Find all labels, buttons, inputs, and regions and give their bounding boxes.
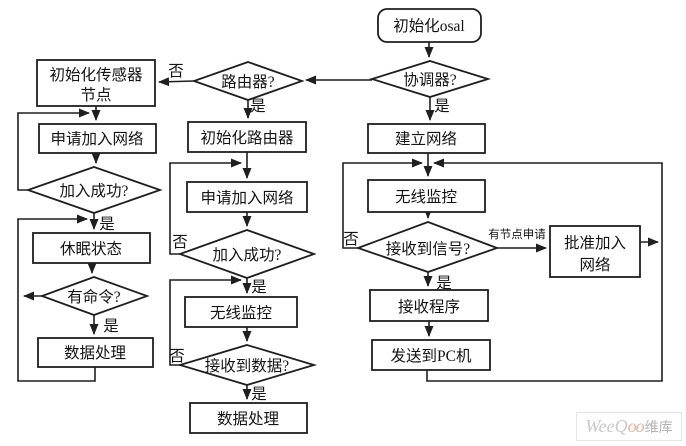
node-recv-data-decision: 接收到数据? — [176, 344, 318, 386]
init-sensor-label-line2: 节点 — [80, 86, 111, 104]
apply-join-left-label: 申请加入网络 — [50, 130, 143, 148]
wireless-monitor-right-shape — [367, 179, 486, 213]
edge-send-pc-return-loop — [426, 158, 663, 382]
node-has-command-decision: 有命令? — [39, 276, 150, 316]
send-to-pc-shape — [371, 339, 491, 371]
has-command-label: 有命令? — [67, 288, 121, 306]
node-data-process-left: 数据处理 — [37, 337, 154, 368]
edge-router-no — [158, 77, 195, 87]
approve-join-label-line2: 网络 — [579, 256, 610, 274]
recv-data-shape — [176, 344, 318, 386]
label-join-ok-left-yes: 是 — [99, 216, 115, 233]
wireless-monitor-mid-shape — [184, 296, 298, 328]
edge-recv-signal-no-loop — [342, 158, 423, 249]
label-recv-data-no: 否 — [169, 348, 185, 365]
node-apply-join-mid: 申请加入网络 — [186, 181, 308, 213]
apply-join-left-shape — [38, 123, 157, 154]
node-join-ok-left-decision: 加入成功? — [25, 166, 163, 214]
edge-join-ok-left-no-loop — [17, 108, 90, 191]
node-recv-program: 接收程序 — [369, 289, 489, 322]
apply-join-mid-shape — [186, 181, 308, 213]
data-process-mid-shape — [189, 402, 308, 434]
recv-signal-shape — [355, 221, 500, 273]
data-process-left-label: 数据处理 — [64, 344, 126, 362]
watermark-text-part2: oo — [627, 416, 645, 436]
recv-program-shape — [369, 289, 489, 322]
node-init-router: 初始化路由器 — [187, 121, 307, 153]
wireless-monitor-right-label: 无线监控 — [395, 188, 457, 206]
node-build-network: 建立网络 — [367, 123, 486, 154]
router-shape — [191, 61, 305, 101]
watermark-text-part1: WeeQ — [585, 416, 628, 436]
recv-program-label: 接收程序 — [398, 298, 460, 316]
label-join-ok-mid-no: 否 — [172, 234, 188, 251]
join-ok-mid-shape — [177, 229, 317, 279]
coordinator-label: 协调器? — [403, 71, 457, 89]
init-sensor-label-line1: 初始化传感器 — [49, 66, 143, 84]
wireless-monitor-mid-label: 无线监控 — [210, 304, 272, 322]
approve-join-label-line1: 批准加入 — [564, 234, 626, 252]
label-coordinator-yes: 是 — [434, 98, 450, 115]
label-router-yes: 是 — [250, 98, 266, 115]
label-node-request: 有节点申请 — [488, 227, 546, 241]
router-label: 路由器? — [221, 73, 275, 91]
label-recv-data-yes: 是 — [251, 386, 267, 403]
send-to-pc-label: 发送到PC机 — [391, 347, 472, 365]
sleep-state-shape — [32, 232, 151, 264]
edge-data-process-left-return-loop — [17, 214, 96, 382]
init-router-shape — [187, 121, 307, 153]
data-process-left-shape — [37, 337, 154, 368]
join-ok-left-shape — [25, 166, 163, 214]
has-command-shape — [39, 276, 150, 316]
node-wireless-monitor-right: 无线监控 — [367, 179, 486, 213]
node-approve-join: 批准加入 网络 — [549, 225, 641, 278]
node-init-sensor: 初始化传感器 节点 — [36, 59, 156, 107]
watermark-text-part3: 维库 — [644, 420, 673, 436]
recv-signal-label: 接收到信号? — [386, 240, 471, 258]
node-data-process-mid: 数据处理 — [189, 402, 308, 434]
label-recv-signal-yes: 是 — [436, 275, 452, 292]
init-osal-label: 初始化osal — [393, 17, 464, 35]
join-ok-left-label: 加入成功? — [60, 182, 129, 200]
node-join-ok-mid-decision: 加入成功? — [177, 229, 317, 279]
data-process-mid-label: 数据处理 — [217, 410, 279, 428]
node-coordinator-decision: 协调器? — [368, 60, 492, 98]
node-init-osal: 初始化osal — [377, 8, 482, 43]
label-router-no: 否 — [168, 63, 184, 80]
edge-recv-data-no-loop — [169, 275, 242, 366]
node-router-decision: 路由器? — [191, 61, 305, 101]
sleep-state-label: 休眠状态 — [60, 240, 122, 258]
coordinator-shape — [368, 60, 492, 98]
apply-join-mid-label: 申请加入网络 — [200, 189, 293, 207]
node-wireless-monitor-mid: 无线监控 — [184, 296, 298, 328]
node-send-to-pc: 发送到PC机 — [371, 339, 491, 371]
build-network-label: 建立网络 — [395, 130, 457, 148]
node-apply-join-left: 申请加入网络 — [38, 123, 157, 154]
edge-join-ok-mid-no-loop — [169, 158, 242, 255]
join-ok-mid-label: 加入成功? — [213, 246, 282, 264]
build-network-shape — [367, 123, 486, 154]
recv-data-label: 接收到数据? — [205, 357, 290, 375]
init-sensor-shape — [36, 59, 156, 107]
node-sleep-state: 休眠状态 — [32, 232, 151, 264]
label-has-command-yes: 是 — [103, 318, 119, 335]
init-router-label: 初始化路由器 — [200, 129, 294, 147]
node-recv-signal-decision: 接收到信号? — [355, 221, 500, 273]
label-recv-signal-no: 否 — [343, 231, 359, 248]
init-osal-shape — [377, 8, 482, 43]
label-join-ok-mid-yes: 是 — [251, 279, 267, 296]
approve-join-shape — [549, 225, 641, 278]
